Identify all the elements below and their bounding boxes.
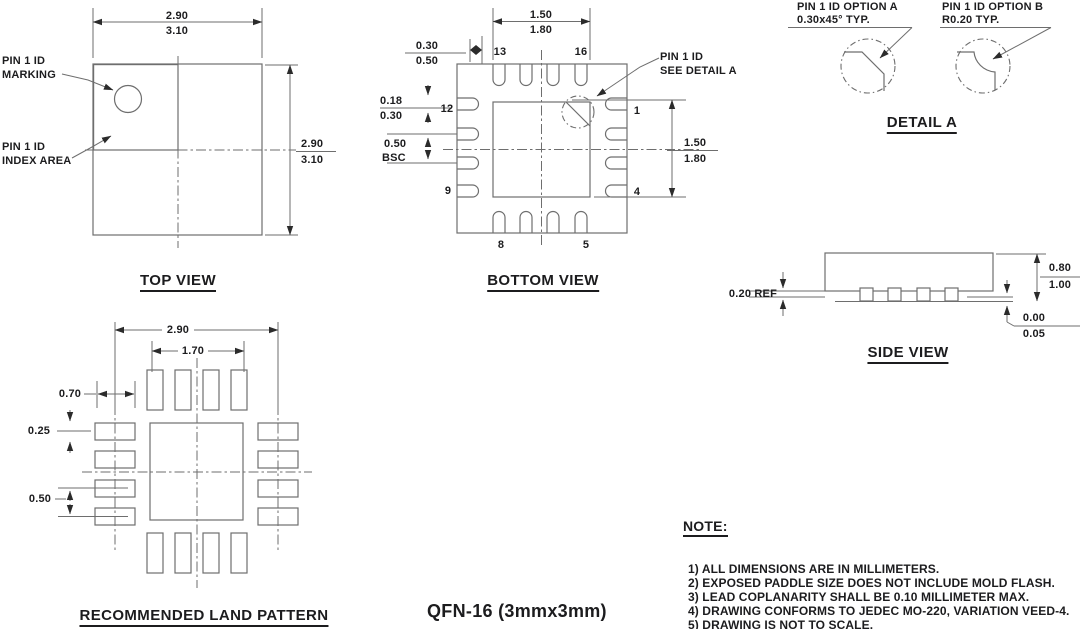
pin1-see-detail-line2: SEE DETAIL A (660, 65, 737, 77)
bottom-view-title: BOTTOM VIEW (487, 273, 599, 292)
pin1-index-label-line2: INDEX AREA (2, 155, 72, 167)
corner-lead-min: 0.30 (415, 40, 439, 52)
lead-width-max: 0.30 (380, 110, 403, 122)
package-name-title: QFN-16 (3mmx3mm) (427, 601, 607, 621)
pin1-index-label-line1: PIN 1 ID (2, 141, 46, 153)
lead-thickness-label: 0.20 REF (728, 288, 777, 300)
note-item-5: 5) DRAWING IS NOT TO SCALE. (688, 618, 874, 629)
pin1-marking-label-line2: MARKING (2, 69, 56, 81)
land-inner-span: 1.70 (181, 345, 205, 357)
top-view-title: TOP VIEW (140, 273, 216, 292)
note-item-2: 2) EXPOSED PADDLE SIZE DOES NOT INCLUDE … (688, 576, 1055, 590)
option-b-label-line2: R0.20 TYP. (942, 14, 1000, 26)
land-pattern-drawing (55, 322, 312, 588)
pin1-see-detail-line1: PIN 1 ID (660, 51, 704, 63)
pin-5-label: 5 (582, 239, 590, 251)
index-leader (71, 135, 112, 159)
top-height-min: 2.90 (301, 138, 324, 150)
note-item-4: 4) DRAWING CONFORMS TO JEDEC MO-220, VAR… (688, 604, 1070, 618)
pin1-detail-circle (561, 95, 595, 129)
top-width-min: 2.90 (165, 10, 189, 22)
dimension-diamond (470, 45, 482, 55)
epad-height-min: 1.50 (684, 137, 707, 149)
option-a-label-line2: 0.30x45° TYP. (797, 14, 870, 26)
note-item-3: 3) LEAD COPLANARITY SHALL BE 0.10 MILLIM… (688, 590, 1030, 604)
body-height-min: 0.80 (1048, 262, 1072, 274)
pin1-chamfer (565, 101, 591, 127)
marking-leader (61, 73, 114, 91)
pin-13-label: 13 (493, 46, 507, 58)
pin-16-label: 16 (574, 46, 588, 58)
lead (916, 287, 931, 302)
pin1-leader (596, 57, 660, 97)
side-view-drawing (749, 252, 1080, 327)
lead (859, 287, 874, 302)
note-title: NOTE: (683, 519, 728, 537)
bottom-view-drawing (380, 8, 718, 248)
epad-width-min: 1.50 (529, 9, 553, 21)
side-view-title: SIDE VIEW (867, 345, 949, 364)
epad-height-max: 1.80 (684, 153, 707, 165)
lead (887, 287, 902, 302)
body-height-max: 1.00 (1048, 279, 1072, 291)
top-view-drawing (61, 8, 336, 248)
lead-width-min: 0.18 (380, 95, 403, 107)
top-width-max: 3.10 (165, 25, 189, 37)
option-b-label-line1: PIN 1 ID OPTION B (942, 1, 1044, 13)
land-pattern-title: RECOMMENDED LAND PATTERN (79, 608, 329, 627)
pitch-value: 0.50 (384, 138, 407, 150)
option-a-chamfer (844, 51, 885, 91)
option-b-radius (957, 51, 996, 90)
land-pitch: 0.50 (28, 493, 52, 505)
detail-a-title: DETAIL A (886, 115, 958, 134)
land-outer-span: 2.90 (166, 324, 190, 336)
standoff-max: 0.05 (1022, 328, 1046, 340)
pin-4-label: 4 (633, 186, 641, 198)
pitch-bsc: BSC (382, 152, 406, 164)
pin-1-label: 1 (633, 105, 641, 117)
package-body-outline (824, 252, 994, 292)
pin-8-label: 8 (497, 239, 505, 251)
pin-9-label: 9 (444, 185, 452, 197)
pin1-marking-circle (113, 84, 143, 114)
option-a-label-line1: PIN 1 ID OPTION A (797, 1, 898, 13)
detail-a-drawing (788, 27, 1052, 94)
land-pad-length: 0.70 (58, 388, 82, 400)
corner-lead-max: 0.50 (415, 55, 439, 67)
option-b-circle (955, 38, 1011, 94)
land-pad-width: 0.25 (27, 425, 51, 437)
top-height-max: 3.10 (301, 154, 324, 166)
standoff-min: 0.00 (1022, 312, 1046, 324)
option-a-circle (840, 38, 896, 94)
lead (944, 287, 959, 302)
pin1-marking-label-line1: PIN 1 ID (2, 55, 46, 67)
epad-width-max: 1.80 (529, 24, 553, 36)
note-item-1: 1) ALL DIMENSIONS ARE IN MILLIMETERS. (688, 562, 940, 576)
pin-12-label: 12 (440, 103, 454, 115)
